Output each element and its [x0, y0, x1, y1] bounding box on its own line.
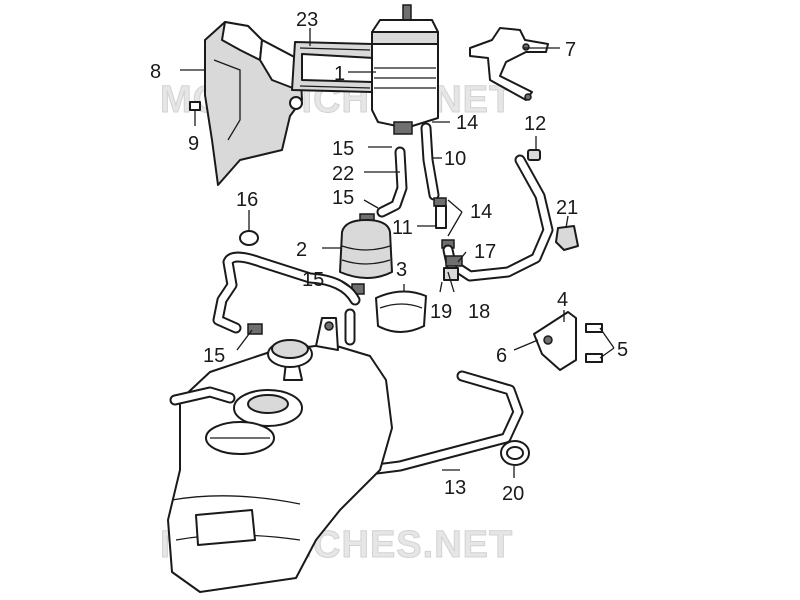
- callout-4: 4: [557, 289, 568, 311]
- callout-20: 20: [502, 483, 524, 505]
- callout-8: 8: [150, 61, 161, 83]
- clamp-part-20: [500, 440, 530, 466]
- callout-23: 23: [296, 9, 318, 31]
- leader-lines: [180, 28, 615, 478]
- charcoal-canister-part-1: [371, 4, 439, 135]
- callout-labels: 1 2 3 4 5 6 7 8 9 10 11 12 13 14 14 15 1…: [150, 9, 628, 505]
- bolts-part-5: [585, 323, 603, 363]
- fuel-filter-part-2: [339, 213, 393, 295]
- fitting-part-17-18-19: [443, 255, 463, 281]
- clip-part-12: [527, 149, 541, 161]
- callout-21: 21: [556, 197, 578, 219]
- callout-7: 7: [565, 39, 576, 61]
- callout-14a: 14: [456, 112, 478, 134]
- callout-3: 3: [396, 259, 407, 281]
- callout-13: 13: [444, 477, 466, 499]
- hose-part-10: [420, 122, 440, 201]
- callout-9: 9: [188, 133, 199, 155]
- strap-part-23: [291, 41, 375, 93]
- callout-16: 16: [236, 189, 258, 211]
- heat-shield-part-8: [204, 21, 303, 186]
- callout-15a: 15: [332, 138, 354, 160]
- callout-19: 19: [430, 301, 452, 323]
- fuel-cap: [267, 339, 313, 381]
- bolt-part-9: [189, 101, 201, 126]
- clip-part-21: [555, 225, 579, 251]
- callout-1: 1: [334, 63, 345, 85]
- callout-2: 2: [296, 239, 307, 261]
- bracket-part-4: [533, 311, 577, 371]
- clamp-part-16: [239, 230, 259, 246]
- callout-15b: 15: [332, 187, 354, 209]
- callout-5: 5: [617, 339, 628, 361]
- fuel-tank: [167, 343, 393, 593]
- callout-12: 12: [524, 113, 546, 135]
- band-part-3: [375, 290, 427, 333]
- callout-14b: 14: [470, 201, 492, 223]
- callout-15d: 15: [203, 345, 225, 367]
- hose-part-21: [452, 154, 554, 282]
- callout-17: 17: [474, 241, 496, 263]
- valve-part-11: [433, 197, 455, 249]
- callout-6: 6: [496, 345, 507, 367]
- callout-10: 10: [444, 148, 466, 170]
- tank-mount-tab: [315, 317, 339, 351]
- callout-22: 22: [332, 163, 354, 185]
- callout-15c: 15: [302, 269, 324, 291]
- hose-left: [212, 251, 361, 335]
- pipe-part-13: [284, 370, 524, 486]
- callout-18: 18: [468, 301, 490, 323]
- callout-11: 11: [392, 217, 413, 239]
- hose-part-22: [376, 146, 408, 218]
